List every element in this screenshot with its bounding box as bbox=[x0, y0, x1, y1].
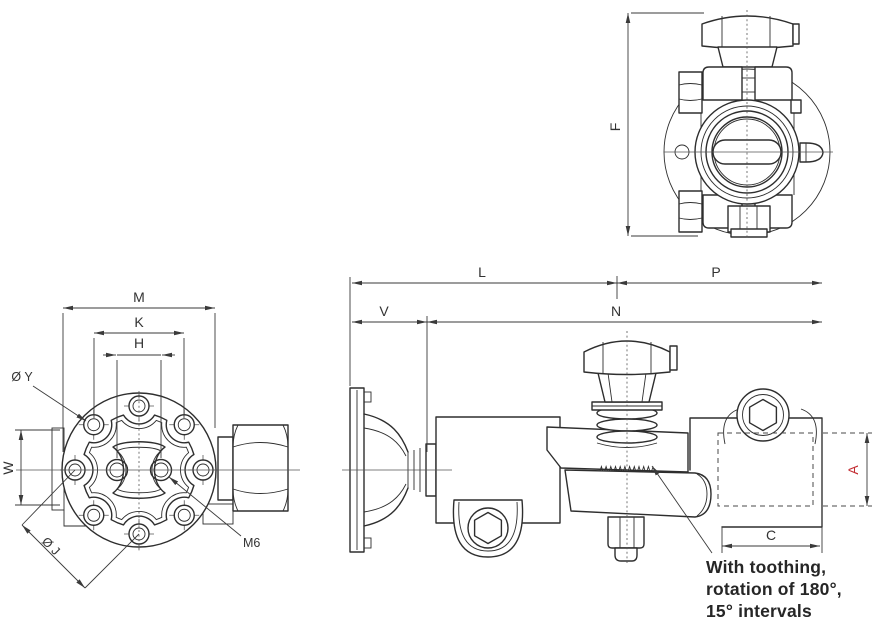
dim-F: F bbox=[607, 12, 704, 237]
dim-A: A bbox=[845, 433, 870, 506]
annotation-line-3: 15° intervals bbox=[706, 601, 812, 621]
toothing-annotation: With toothing, rotation of 180°, 15° int… bbox=[651, 465, 842, 621]
dim-label-C: C bbox=[766, 527, 776, 543]
scallop-contour-inner bbox=[88, 419, 190, 521]
port-neck bbox=[217, 436, 234, 501]
dim-label-Y: Ø Y bbox=[11, 370, 33, 384]
dim-label-V: V bbox=[379, 303, 389, 319]
dim-H: H bbox=[103, 335, 175, 458]
dim-label-K: K bbox=[134, 314, 144, 330]
center-bowtie bbox=[112, 441, 166, 499]
callout-Y: Ø Y bbox=[11, 370, 87, 422]
annotation-line-2: rotation of 180°, bbox=[706, 579, 842, 599]
dim-label-M6: M6 bbox=[243, 536, 260, 550]
detent-button bbox=[799, 142, 824, 163]
knob bbox=[583, 340, 678, 376]
latch-tab bbox=[790, 99, 802, 114]
dim-label-P: P bbox=[711, 264, 720, 280]
dim-label-L: L bbox=[478, 264, 486, 280]
callout-M6: M6 bbox=[168, 476, 260, 550]
knob-top-view bbox=[701, 15, 800, 68]
bottom-boss-top-view bbox=[727, 205, 771, 238]
dim-L-P: L P bbox=[349, 264, 822, 386]
lower-arm bbox=[564, 469, 712, 518]
dim-K: K bbox=[93, 314, 185, 418]
dim-label-A: A bbox=[845, 465, 861, 475]
dim-label-J: Ø J bbox=[39, 534, 63, 558]
dim-C: C bbox=[722, 527, 820, 549]
annotation-leader bbox=[651, 465, 713, 554]
dim-label-M: M bbox=[133, 289, 145, 305]
dim-V-N: V N bbox=[352, 303, 822, 452]
top-end-view: F bbox=[607, 10, 833, 240]
outlet-port bbox=[723, 388, 817, 445]
side-port-nut-top-view bbox=[678, 71, 703, 233]
scallop-contour-outer bbox=[83, 414, 195, 526]
front-flange-view: M K H W Ø Y bbox=[0, 289, 300, 589]
dim-label-N: N bbox=[611, 303, 621, 319]
bottom-port-boss bbox=[452, 499, 524, 558]
dim-label-H: H bbox=[134, 335, 144, 351]
lower-bolt bbox=[607, 516, 645, 562]
side-view: L P V N A C With toothing, rotation of 1… bbox=[342, 264, 872, 621]
right-block bbox=[689, 417, 823, 553]
annotation-line-1: With toothing, bbox=[706, 557, 826, 577]
hidden-block-dashed bbox=[717, 432, 872, 507]
side-port-hex-nut bbox=[232, 424, 289, 512]
body-behind-flange bbox=[51, 424, 289, 531]
dim-label-F: F bbox=[607, 123, 623, 132]
dim-M: M bbox=[62, 289, 216, 452]
dim-label-W: W bbox=[0, 461, 16, 475]
dim-W: W bbox=[0, 429, 60, 506]
